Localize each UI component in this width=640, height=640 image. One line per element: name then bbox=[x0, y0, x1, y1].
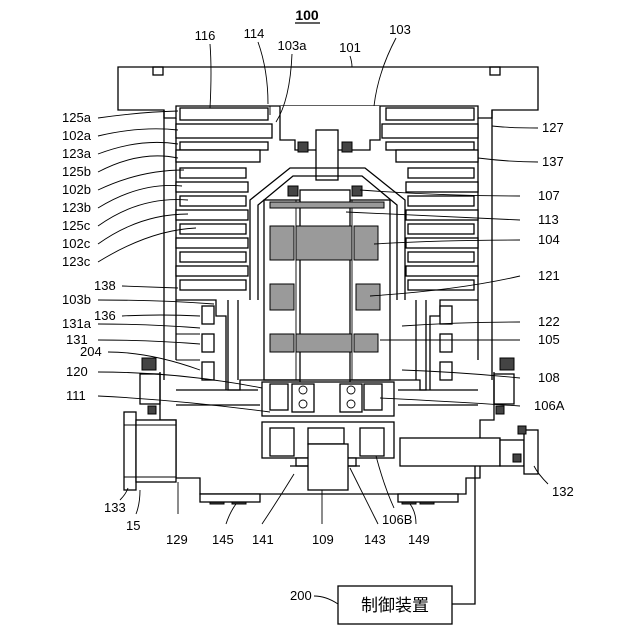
base-feet bbox=[200, 494, 458, 504]
bearings bbox=[262, 382, 394, 490]
label-107: 107 bbox=[538, 188, 560, 203]
label-129: 129 bbox=[166, 532, 188, 547]
label-125b: 125b bbox=[62, 164, 91, 179]
label-104: 104 bbox=[538, 232, 560, 247]
label-136: 136 bbox=[94, 308, 116, 323]
controller-label: 制御装置 bbox=[361, 596, 429, 616]
label-109: 109 bbox=[312, 532, 334, 547]
motor-housing bbox=[264, 186, 390, 390]
label-143: 143 bbox=[364, 532, 386, 547]
label-111: 111 bbox=[66, 388, 86, 403]
label-113: 113 bbox=[538, 212, 559, 227]
figure-title: 100 bbox=[295, 7, 319, 23]
label-131a: 131a bbox=[62, 316, 92, 331]
label-121: 121 bbox=[538, 268, 560, 283]
label-122: 122 bbox=[538, 314, 560, 329]
label-106B: 106B bbox=[382, 512, 412, 527]
label-120: 120 bbox=[66, 364, 88, 379]
label-149: 149 bbox=[408, 532, 430, 547]
label-127: 127 bbox=[542, 120, 564, 135]
right-port bbox=[400, 426, 538, 474]
label-103b: 103b bbox=[62, 292, 91, 307]
label-108: 108 bbox=[538, 370, 560, 385]
label-133: 133 bbox=[104, 500, 126, 515]
label-137: 137 bbox=[542, 154, 564, 169]
label-141: 141 bbox=[252, 532, 274, 547]
label-204: 204 bbox=[80, 344, 102, 359]
controller-connection: 制御装置 bbox=[338, 466, 475, 624]
right-threaded-stator bbox=[430, 300, 478, 390]
label-114: 114 bbox=[244, 26, 265, 41]
label-15: 15 bbox=[126, 518, 140, 533]
label-138: 138 bbox=[94, 278, 116, 293]
label-105: 105 bbox=[538, 332, 560, 347]
label-116: 116 bbox=[195, 28, 216, 43]
label-145: 145 bbox=[212, 532, 234, 547]
label-102a: 102a bbox=[62, 128, 92, 143]
label-123a: 123a bbox=[62, 146, 92, 161]
rotor-top-hub bbox=[280, 106, 380, 180]
label-125a: 125a bbox=[62, 110, 92, 125]
label-106A: 106A bbox=[534, 398, 565, 413]
label-103: 103 bbox=[389, 22, 411, 37]
label-125c: 125c bbox=[62, 218, 91, 233]
label-101: 101 bbox=[339, 40, 361, 55]
label-200: 200 bbox=[290, 588, 312, 603]
label-103a: 103a bbox=[278, 38, 308, 53]
label-123c: 123c bbox=[62, 254, 91, 269]
label-102b: 102b bbox=[62, 182, 91, 197]
left-port bbox=[124, 412, 176, 490]
label-132: 132 bbox=[552, 484, 574, 499]
label-123b: 123b bbox=[62, 200, 91, 215]
label-102c: 102c bbox=[62, 236, 91, 251]
